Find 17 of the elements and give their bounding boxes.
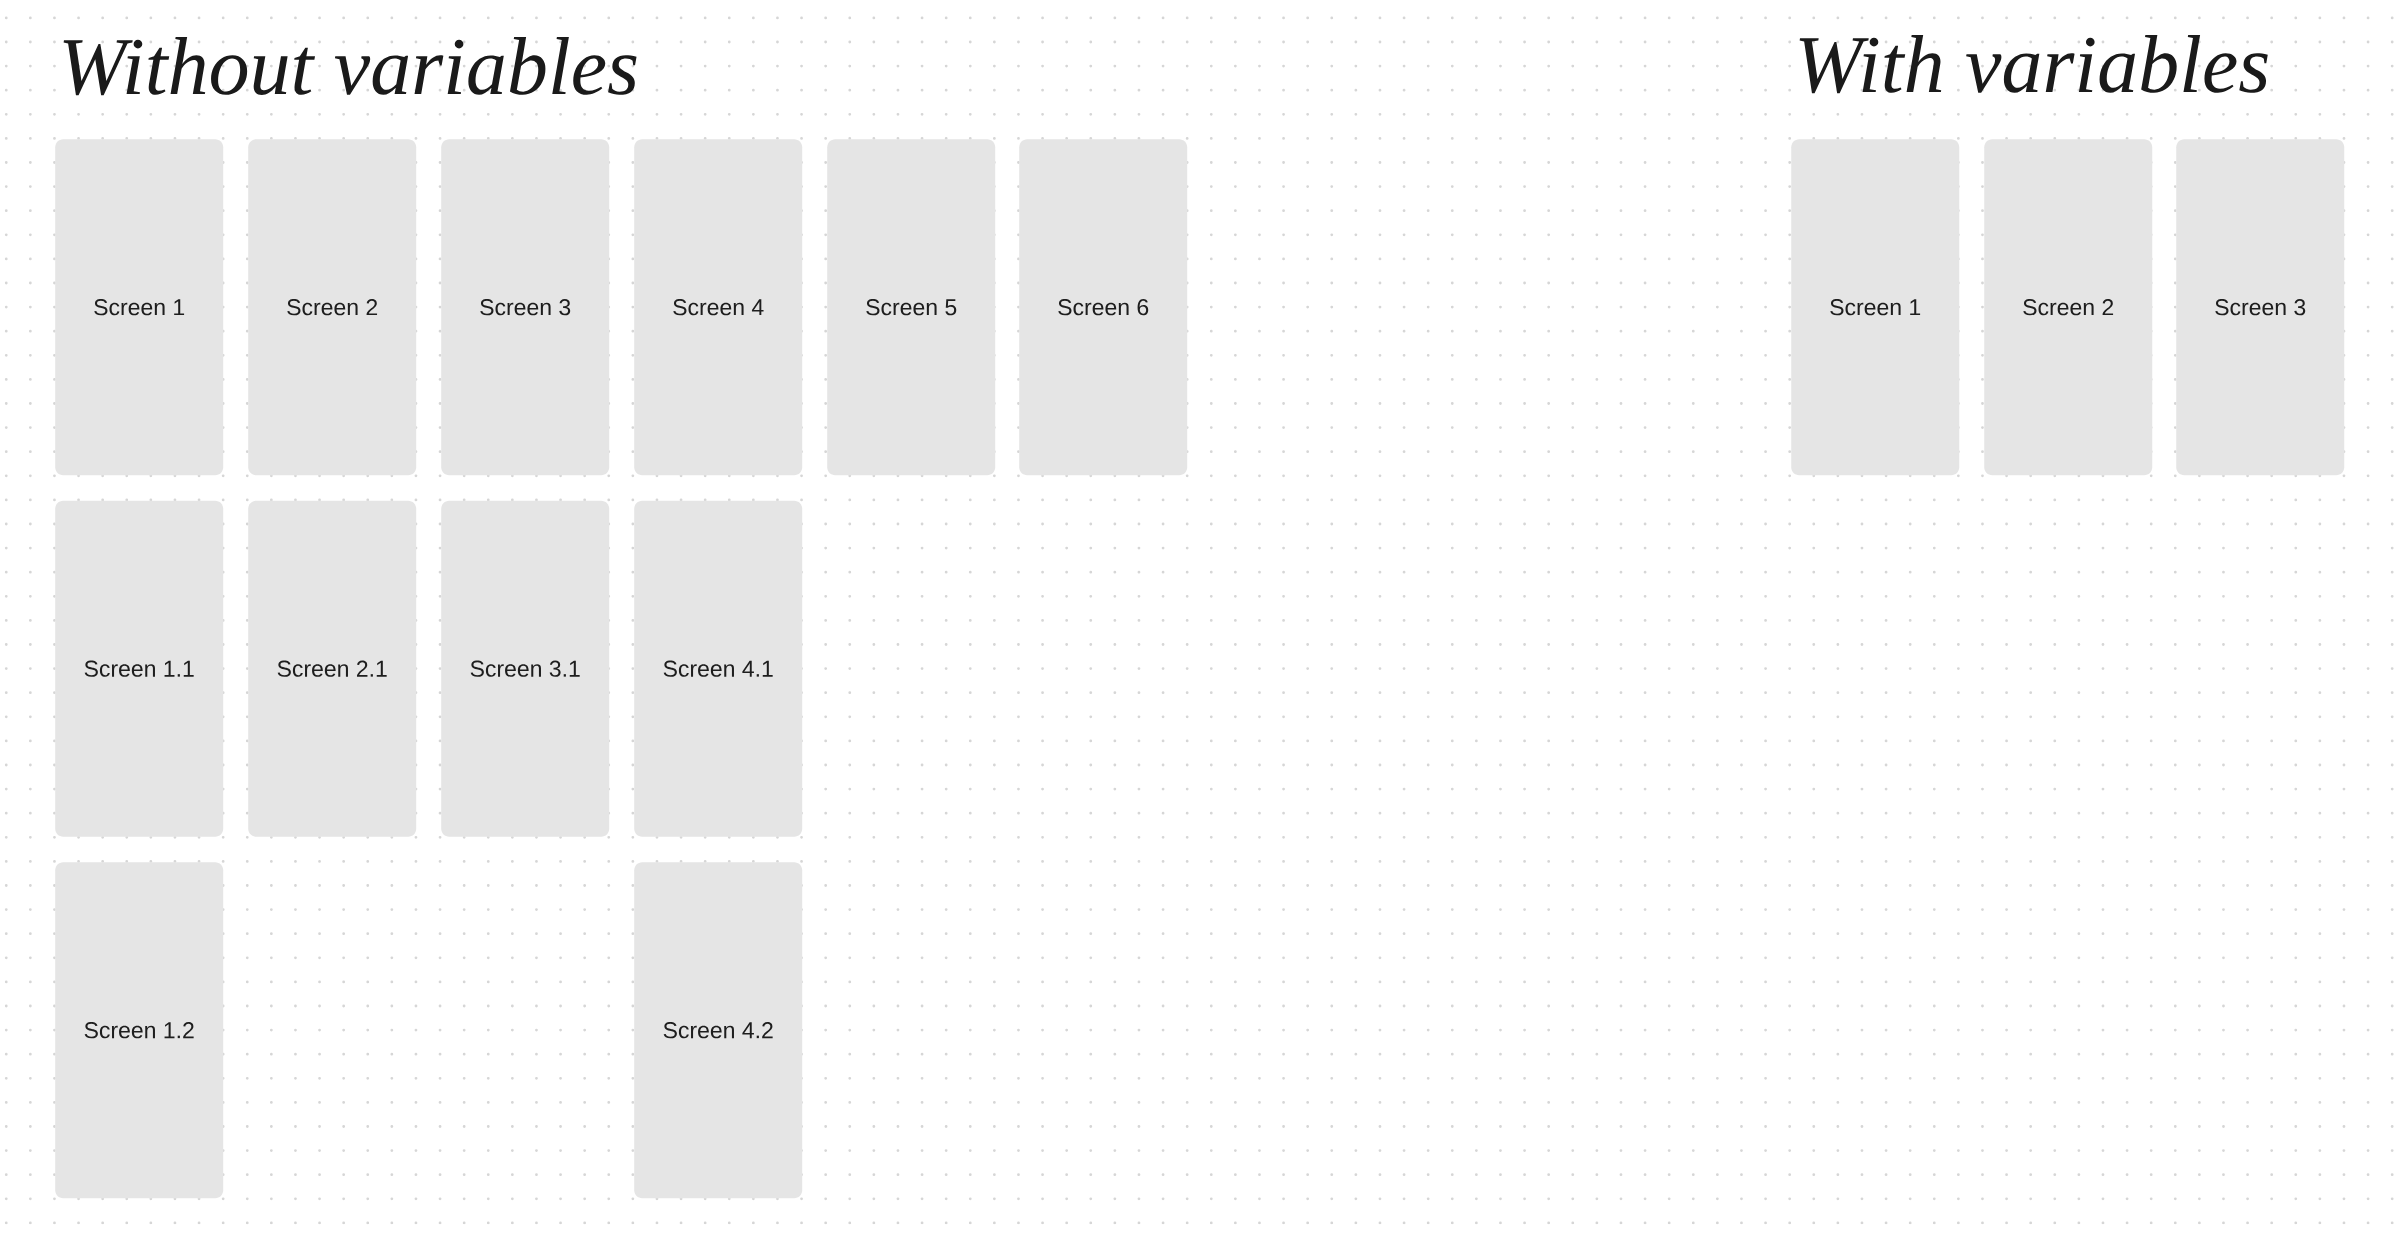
screen-card: Screen 2.1: [248, 500, 417, 837]
screen-card: Screen 2: [248, 139, 417, 476]
section-heading: Without variables: [63, 37, 637, 96]
screen-card: Screen 2: [1984, 139, 2153, 476]
screen-card: Screen 3.1: [441, 500, 610, 837]
screen-card: Screen 3: [2176, 139, 2345, 476]
screen-card: Screen 1.1: [55, 500, 224, 837]
screen-card: Screen 4: [634, 139, 803, 476]
screen-card: Screen 3: [441, 139, 610, 476]
screen-card: Screen 5: [827, 139, 996, 476]
screen-card: Screen 1: [1791, 139, 1960, 476]
section-heading: With variables: [1799, 35, 2268, 94]
screen-card: Screen 1: [55, 139, 224, 476]
screen-card: Screen 6: [1019, 139, 1188, 476]
screen-card: Screen 4.2: [634, 862, 803, 1199]
screen-card: Screen 1.2: [55, 862, 224, 1199]
screen-card: Screen 4.1: [634, 500, 803, 837]
